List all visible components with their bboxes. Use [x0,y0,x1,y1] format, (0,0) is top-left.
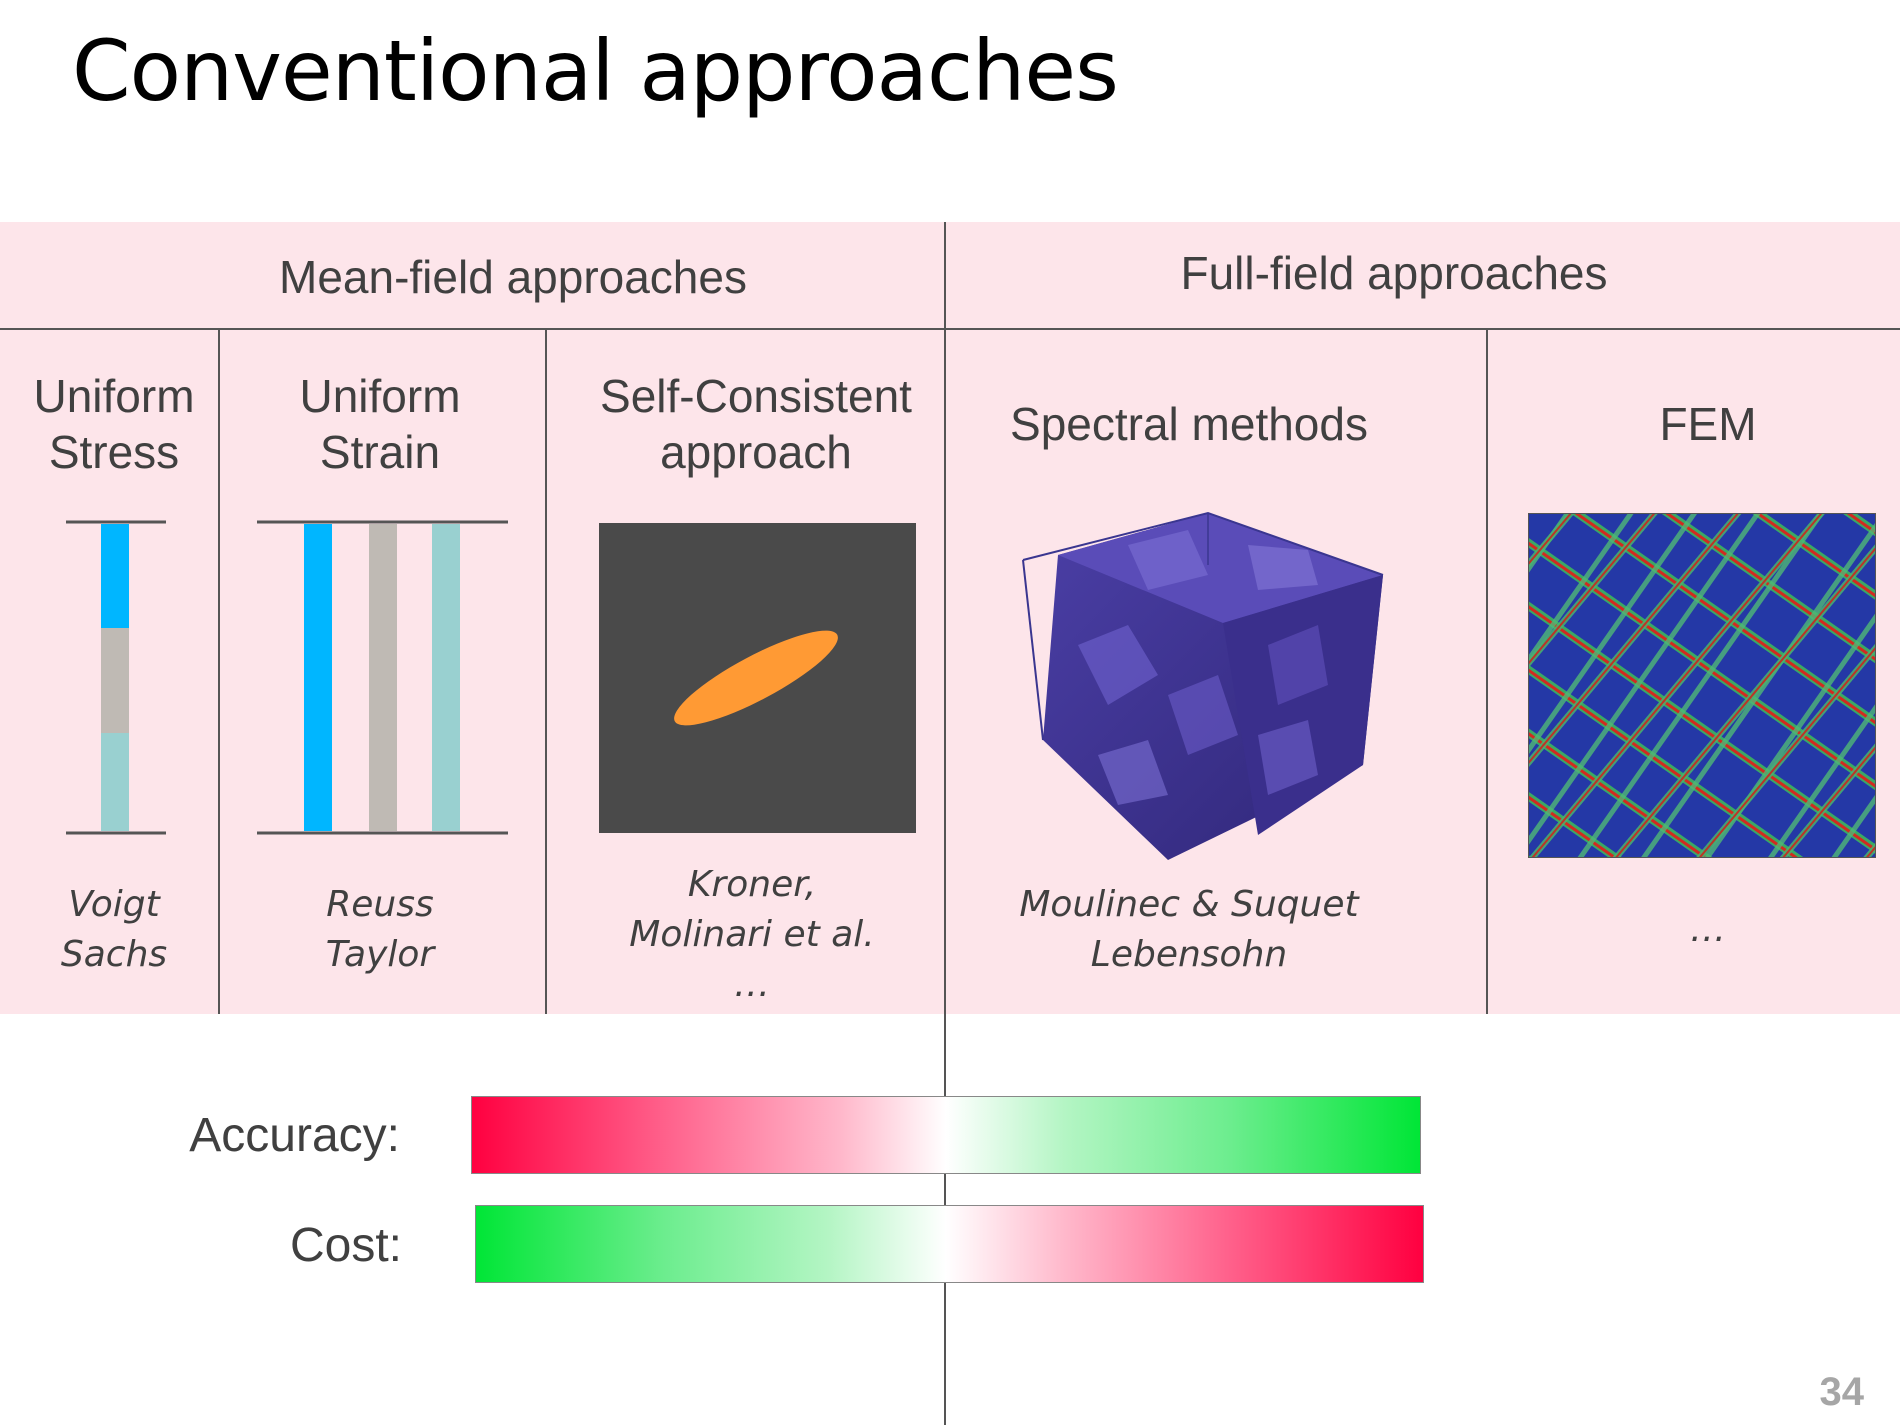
column-divider-2 [545,330,547,1014]
cost-bar-mean-field [475,1205,946,1283]
cost-label: Cost: [289,1219,402,1272]
fem-references: … [1690,909,1726,950]
header-divider [0,328,1900,330]
self-consistent-references: Kroner,Molinari et al.… [629,864,875,1005]
column-divider-1 [218,330,220,1014]
self-consistent-diagram [599,523,916,833]
spectral-methods-title: Spectral methods [1010,398,1368,450]
accuracy-label: Accuracy: [189,1109,400,1162]
column-divider-4 [1486,330,1488,1014]
full-field-header: Full-field approaches [1180,247,1608,299]
fem-title: FEM [1659,398,1757,450]
polycrystal-cube-image [1022,511,1384,860]
uniform-strain-diagram [257,520,508,835]
vertical-divider-mean-full [944,222,946,1425]
accuracy-bar-full-field [946,1096,1421,1174]
fem-field-image [1528,513,1876,858]
inclusion-ellipse [674,630,838,726]
cost-bar-full-field [946,1205,1424,1283]
accuracy-bar-mean-field [471,1096,946,1174]
page-number: 34 [1819,1370,1865,1414]
mean-field-header: Mean-field approaches [279,251,747,303]
uniform-stress-diagram [66,520,166,835]
slide-title: Conventional approaches [72,22,1119,120]
